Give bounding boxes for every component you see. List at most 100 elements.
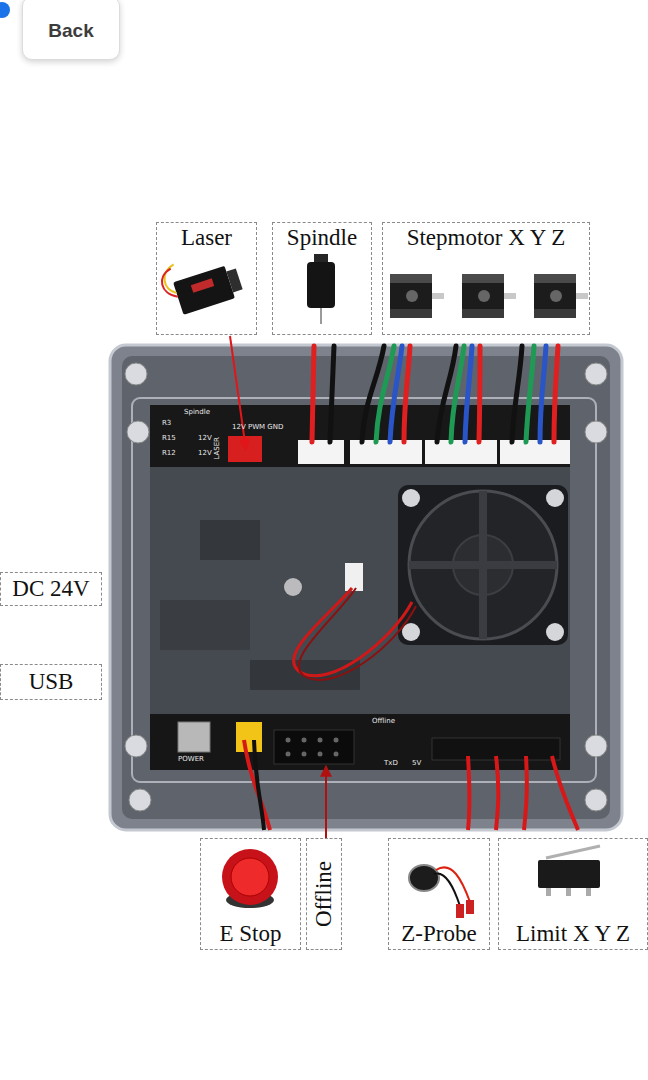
screw bbox=[402, 489, 420, 507]
screw bbox=[546, 623, 564, 641]
limit-wire bbox=[468, 756, 470, 830]
fan-wire bbox=[299, 588, 416, 680]
probe-disc bbox=[409, 865, 439, 891]
fan-ring bbox=[409, 491, 557, 639]
estop-wire bbox=[254, 740, 264, 830]
limit-switch-image bbox=[538, 846, 600, 896]
laser-lens bbox=[226, 268, 242, 292]
screw bbox=[546, 489, 564, 507]
acrylic-case bbox=[110, 345, 622, 830]
silkscreen-text: TxD bbox=[384, 760, 398, 767]
fan-frame bbox=[398, 485, 568, 645]
screw bbox=[585, 735, 607, 757]
silkscreen-text: LASER bbox=[214, 437, 221, 460]
part-label: Spindle bbox=[287, 225, 357, 250]
silkscreen-text: 12V PWM GND bbox=[232, 424, 283, 431]
silkscreen-text: 12V bbox=[198, 450, 212, 457]
silkscreen-text: 12V bbox=[198, 435, 212, 442]
pcb-chip bbox=[200, 520, 260, 560]
fan-wire bbox=[294, 588, 412, 676]
screw bbox=[402, 623, 420, 641]
switch-body bbox=[538, 860, 600, 888]
laser-wire bbox=[158, 269, 179, 301]
switch-pin bbox=[546, 888, 551, 896]
part-label: USB bbox=[29, 669, 74, 694]
screw bbox=[129, 789, 151, 811]
laser-module-image bbox=[157, 247, 244, 319]
estop-top bbox=[231, 858, 269, 896]
probe-clip bbox=[466, 900, 474, 914]
port-box: USB bbox=[0, 664, 102, 700]
zprobe-image bbox=[409, 865, 474, 918]
screw bbox=[585, 421, 607, 443]
part-label: Stepmotor X Y Z bbox=[407, 225, 566, 250]
power-button bbox=[178, 722, 210, 752]
screw bbox=[127, 421, 149, 443]
laser-wire bbox=[161, 264, 183, 295]
probe-wire bbox=[434, 873, 460, 906]
silkscreen-text: R15 bbox=[162, 435, 176, 442]
spindle-connector bbox=[298, 440, 344, 464]
offline-header bbox=[274, 730, 354, 764]
spindle-body bbox=[307, 262, 335, 308]
screw bbox=[125, 363, 147, 385]
silkscreen-text: R12 bbox=[162, 450, 176, 457]
wire bbox=[312, 346, 314, 442]
leader-arrow bbox=[230, 336, 246, 450]
part-label: DC 24V bbox=[12, 576, 89, 601]
part-box: Spindle bbox=[272, 222, 372, 335]
button-label: Back bbox=[48, 21, 93, 42]
case-edge bbox=[132, 398, 596, 782]
laser-body bbox=[173, 266, 235, 315]
wire bbox=[540, 346, 546, 442]
silkscreen-text: 5V bbox=[412, 760, 421, 767]
spindle-image bbox=[307, 254, 335, 324]
part-box: E Stop bbox=[200, 838, 301, 950]
estop-cap bbox=[222, 849, 278, 905]
part-box: Z-Probe bbox=[388, 838, 490, 950]
pcb-chip bbox=[160, 600, 250, 650]
stepper-motor-image bbox=[534, 274, 588, 318]
part-label: Offline bbox=[311, 861, 336, 927]
port-box: DC 24V bbox=[0, 572, 102, 606]
part-label: Limit X Y Z bbox=[516, 921, 630, 946]
wire bbox=[554, 346, 558, 442]
limit-wire bbox=[552, 756, 578, 830]
pcb-bottom-strip bbox=[150, 714, 570, 770]
fan-strut bbox=[479, 491, 487, 639]
back-button: Back bbox=[22, 0, 120, 60]
stepper-motor-image bbox=[390, 274, 444, 318]
led bbox=[284, 578, 302, 596]
switch-pin bbox=[586, 888, 591, 896]
fan-connector bbox=[345, 563, 363, 591]
wire bbox=[512, 346, 522, 442]
silkscreen-text: POWER bbox=[178, 756, 204, 763]
part-label: Laser bbox=[181, 225, 232, 250]
estop-wire bbox=[244, 740, 270, 830]
wire bbox=[526, 346, 534, 442]
wire bbox=[479, 346, 480, 442]
wire bbox=[404, 346, 410, 442]
wire bbox=[390, 346, 402, 442]
part-box: Stepmotor X Y Z bbox=[382, 222, 590, 335]
switch-pin bbox=[566, 888, 571, 896]
header-pins bbox=[286, 738, 339, 757]
wire bbox=[451, 346, 464, 442]
part-box: Limit X Y Z bbox=[498, 838, 648, 950]
leader-arrow bbox=[325, 766, 327, 838]
spindle-shaft bbox=[320, 308, 322, 324]
screw bbox=[585, 789, 607, 811]
limit-wire bbox=[524, 756, 527, 830]
status-dot bbox=[0, 2, 10, 18]
probe-wire bbox=[436, 867, 470, 902]
part-label: Z-Probe bbox=[401, 921, 476, 946]
probe-clip bbox=[456, 904, 464, 918]
part-label: E Stop bbox=[220, 921, 282, 946]
silkscreen-text: Offline bbox=[372, 718, 395, 725]
pcb-middle bbox=[150, 467, 570, 714]
wire bbox=[330, 346, 334, 442]
